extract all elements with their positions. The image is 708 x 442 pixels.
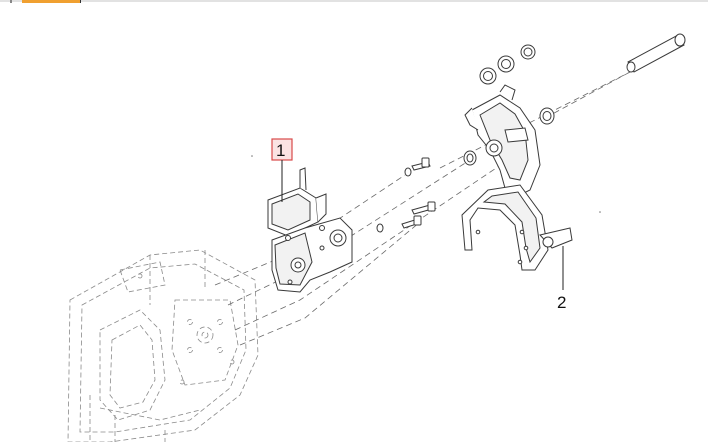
callout-2[interactable]: 2 <box>557 246 566 312</box>
callout-1-label: 1 <box>276 141 285 160</box>
ghost-frame-housing <box>67 249 259 442</box>
callout-2-label: 2 <box>557 293 566 312</box>
tab-divider <box>80 0 81 3</box>
mounting-bracket-part-1[interactable] <box>267 167 353 293</box>
nut-lower[interactable] <box>376 223 384 233</box>
nut-upper[interactable] <box>404 167 412 177</box>
top-toolbar-strip <box>0 0 708 2</box>
bolt-lower[interactable] <box>401 215 422 229</box>
pivot-pin[interactable] <box>626 33 686 73</box>
bolt-middle[interactable] <box>411 201 436 215</box>
active-tab-indicator[interactable] <box>22 0 80 3</box>
bolt-upper[interactable] <box>411 157 431 171</box>
reference-dot <box>599 211 601 213</box>
washer-top-left[interactable] <box>479 67 497 85</box>
toolbar-marker <box>10 0 12 3</box>
washer-top-right[interactable] <box>520 44 536 60</box>
callout-1[interactable]: 1 <box>271 138 293 202</box>
reference-dot <box>251 155 253 157</box>
washer-side[interactable] <box>539 107 555 125</box>
washer-center[interactable] <box>463 150 477 166</box>
washer-top-mid[interactable] <box>497 55 515 73</box>
pedal-lever-part-2[interactable] <box>461 84 573 271</box>
